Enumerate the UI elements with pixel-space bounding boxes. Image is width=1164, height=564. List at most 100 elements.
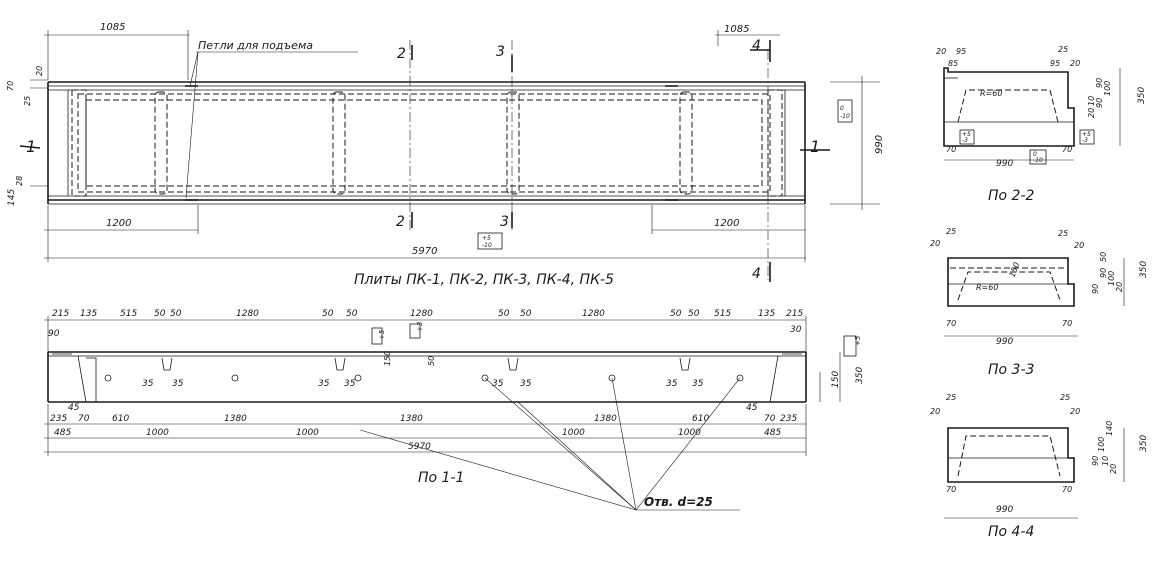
svg-text:-3: -3: [1082, 137, 1088, 144]
svg-text:+5: +5: [482, 235, 491, 242]
s22-caption: По 2-2: [988, 188, 1035, 204]
section-3-3: 25 20 25 20 150 R=60 50 90 100 90 20 350…: [930, 227, 1149, 378]
s11-dim-45-right: 45: [746, 403, 758, 413]
s22-dim-25: 25: [1058, 45, 1068, 54]
s22-tol-boxes: +5 -3 +5 -3 0 -10: [959, 129, 1095, 165]
s22-dim-95-right: 95: [1050, 59, 1060, 68]
s44-caption: По 4-4: [988, 524, 1034, 540]
s11-dim-135-right: 135: [758, 309, 775, 319]
s11-dim-215-left: 215: [52, 309, 69, 319]
s11-dim-35-1: 35: [142, 379, 154, 389]
s11-dim-50h: 50: [688, 309, 700, 319]
s44-dim-100: 100: [1097, 437, 1106, 452]
s11-vdim-350: 350: [855, 367, 865, 384]
s33-dim-90-b: 90: [1091, 284, 1100, 294]
section-3-3-outline: [947, 257, 1075, 307]
s11-row1-610-right: 610: [692, 414, 709, 424]
hollow-core-outline: [71, 89, 783, 197]
s11-dim-45-left: 45: [68, 403, 80, 413]
section-4-4: 25 20 25 20 140 100 90 10 20 350 70 70 9…: [930, 393, 1149, 540]
section-mark-2-bottom: 2: [396, 214, 405, 230]
section-1-1-outline: [47, 351, 807, 403]
s33-dim-90-a: 90: [1099, 268, 1108, 278]
section-mark-2-top: 2: [397, 46, 406, 62]
s33-dim-990: 990: [996, 337, 1013, 347]
s11-dim-50a: 50: [154, 309, 166, 319]
s44-dim-90: 90: [1091, 456, 1100, 466]
s11-dim-515-right: 515: [714, 309, 731, 319]
s33-dim-50: 50: [1099, 252, 1108, 262]
s11-dim-35-3: 35: [318, 379, 330, 389]
s11-dim-135-left: 135: [80, 309, 97, 319]
s33-dim-25-left: 25: [946, 227, 956, 236]
s44-dim-20-right: 20: [1070, 407, 1080, 416]
s11-row2-1000-a: 1000: [146, 428, 169, 438]
section-1-1-holes: [104, 374, 744, 382]
plan-dim-1085-right: 1085: [724, 24, 749, 35]
s11-dim-50b: 50: [170, 309, 182, 319]
s11-dim-1280-a: 1280: [236, 309, 259, 319]
plan-caption: Плиты ПК-1, ПК-2, ПК-3, ПК-4, ПК-5: [354, 272, 614, 288]
s11-dim-50e: 50: [498, 309, 510, 319]
s11-row2-1000-c: 1000: [562, 428, 585, 438]
plan-dim-width: 990: [874, 135, 885, 154]
section-mark-3-top: 3: [496, 44, 505, 60]
s11-dim-35-8: 35: [692, 379, 704, 389]
svg-text:-10: -10: [482, 242, 492, 249]
hole-note: Отв. d=25: [644, 495, 713, 509]
s11-row1-1380-b: 1380: [400, 414, 423, 424]
svg-text:-10: -10: [840, 113, 850, 120]
s11-dim-35-4: 35: [344, 379, 356, 389]
s44-dim-990: 990: [996, 505, 1013, 515]
svg-text:-3: -3: [962, 137, 968, 144]
s44-dim-25-right: 25: [1060, 393, 1070, 402]
s44-dim-25-left: 25: [946, 393, 956, 402]
plan-dim-145: 145: [7, 189, 17, 206]
s44-dim-20-left: 20: [930, 407, 940, 416]
s11-row1-235-left: 235: [50, 414, 67, 424]
s11-vdim-150-a: 150: [383, 351, 392, 366]
s22-dim-85: 85: [948, 59, 958, 68]
s22-dim-20: 20: [936, 47, 946, 56]
s22-radius: R=60: [980, 89, 1002, 98]
s11-dim-35-7: 35: [666, 379, 678, 389]
plan-bottom-dimensions: [44, 76, 880, 262]
s11-row2-485-left: 485: [54, 428, 71, 438]
s44-dim-20-v: 20: [1109, 464, 1118, 474]
plan-dim-70: 70: [6, 81, 15, 91]
s33-dim-25-right: 25: [1058, 229, 1068, 238]
stiffening-ribs: [154, 91, 693, 195]
s11-dim-50g: 50: [670, 309, 682, 319]
section-2-2: 20 95 85 25 95 20 R=60 90 100 90 10 20 3…: [936, 45, 1147, 204]
section-1-1-top-dim-lines: [44, 316, 807, 352]
plan-dim-20: 20: [35, 66, 44, 76]
slab-outline: [47, 81, 806, 205]
s44-dim-70-right: 70: [1062, 485, 1072, 494]
s11-row1-235-right: 235: [780, 414, 797, 424]
s11-bottom-dim-lines: [44, 404, 807, 456]
s11-dim-90: 90: [48, 329, 60, 339]
s11-tol-2: +3: [416, 322, 424, 332]
plan-dim-25: 25: [23, 96, 32, 106]
plan-dim-1200-left: 1200: [106, 218, 131, 229]
s11-row1-1380-c: 1380: [594, 414, 617, 424]
svg-text:0: 0: [840, 105, 844, 112]
svg-text:0: 0: [1033, 151, 1037, 158]
s11-dim-1280-b: 1280: [410, 309, 433, 319]
plan-tol-length: +5 -10: [477, 232, 503, 250]
s22-dim-90-a: 90: [1095, 78, 1104, 88]
s11-row2-1000-d: 1000: [678, 428, 701, 438]
s11-tol-boxes: [371, 323, 857, 357]
s22-dim-20-right: 20: [1070, 59, 1080, 68]
plan-dim-1200-right: 1200: [714, 218, 739, 229]
plan-view: 2 3 2 3 4 4 1 1 1085 1085 Петли для подъ…: [6, 22, 885, 288]
section-1-1: 215 135 515 50 50 1280 50 50 1280 50 50 …: [44, 309, 865, 511]
s22-dim-70-right: 70: [1062, 145, 1072, 154]
s33-dim-20-left: 20: [930, 239, 940, 248]
lifting-loops-note: Петли для подъема: [198, 39, 313, 52]
s22-dim-350: 350: [1137, 87, 1147, 104]
s33-dim-20-v: 20: [1115, 282, 1124, 292]
plan-dim-28: 28: [15, 176, 24, 186]
s11-vdim-150-b: 150: [831, 371, 841, 388]
